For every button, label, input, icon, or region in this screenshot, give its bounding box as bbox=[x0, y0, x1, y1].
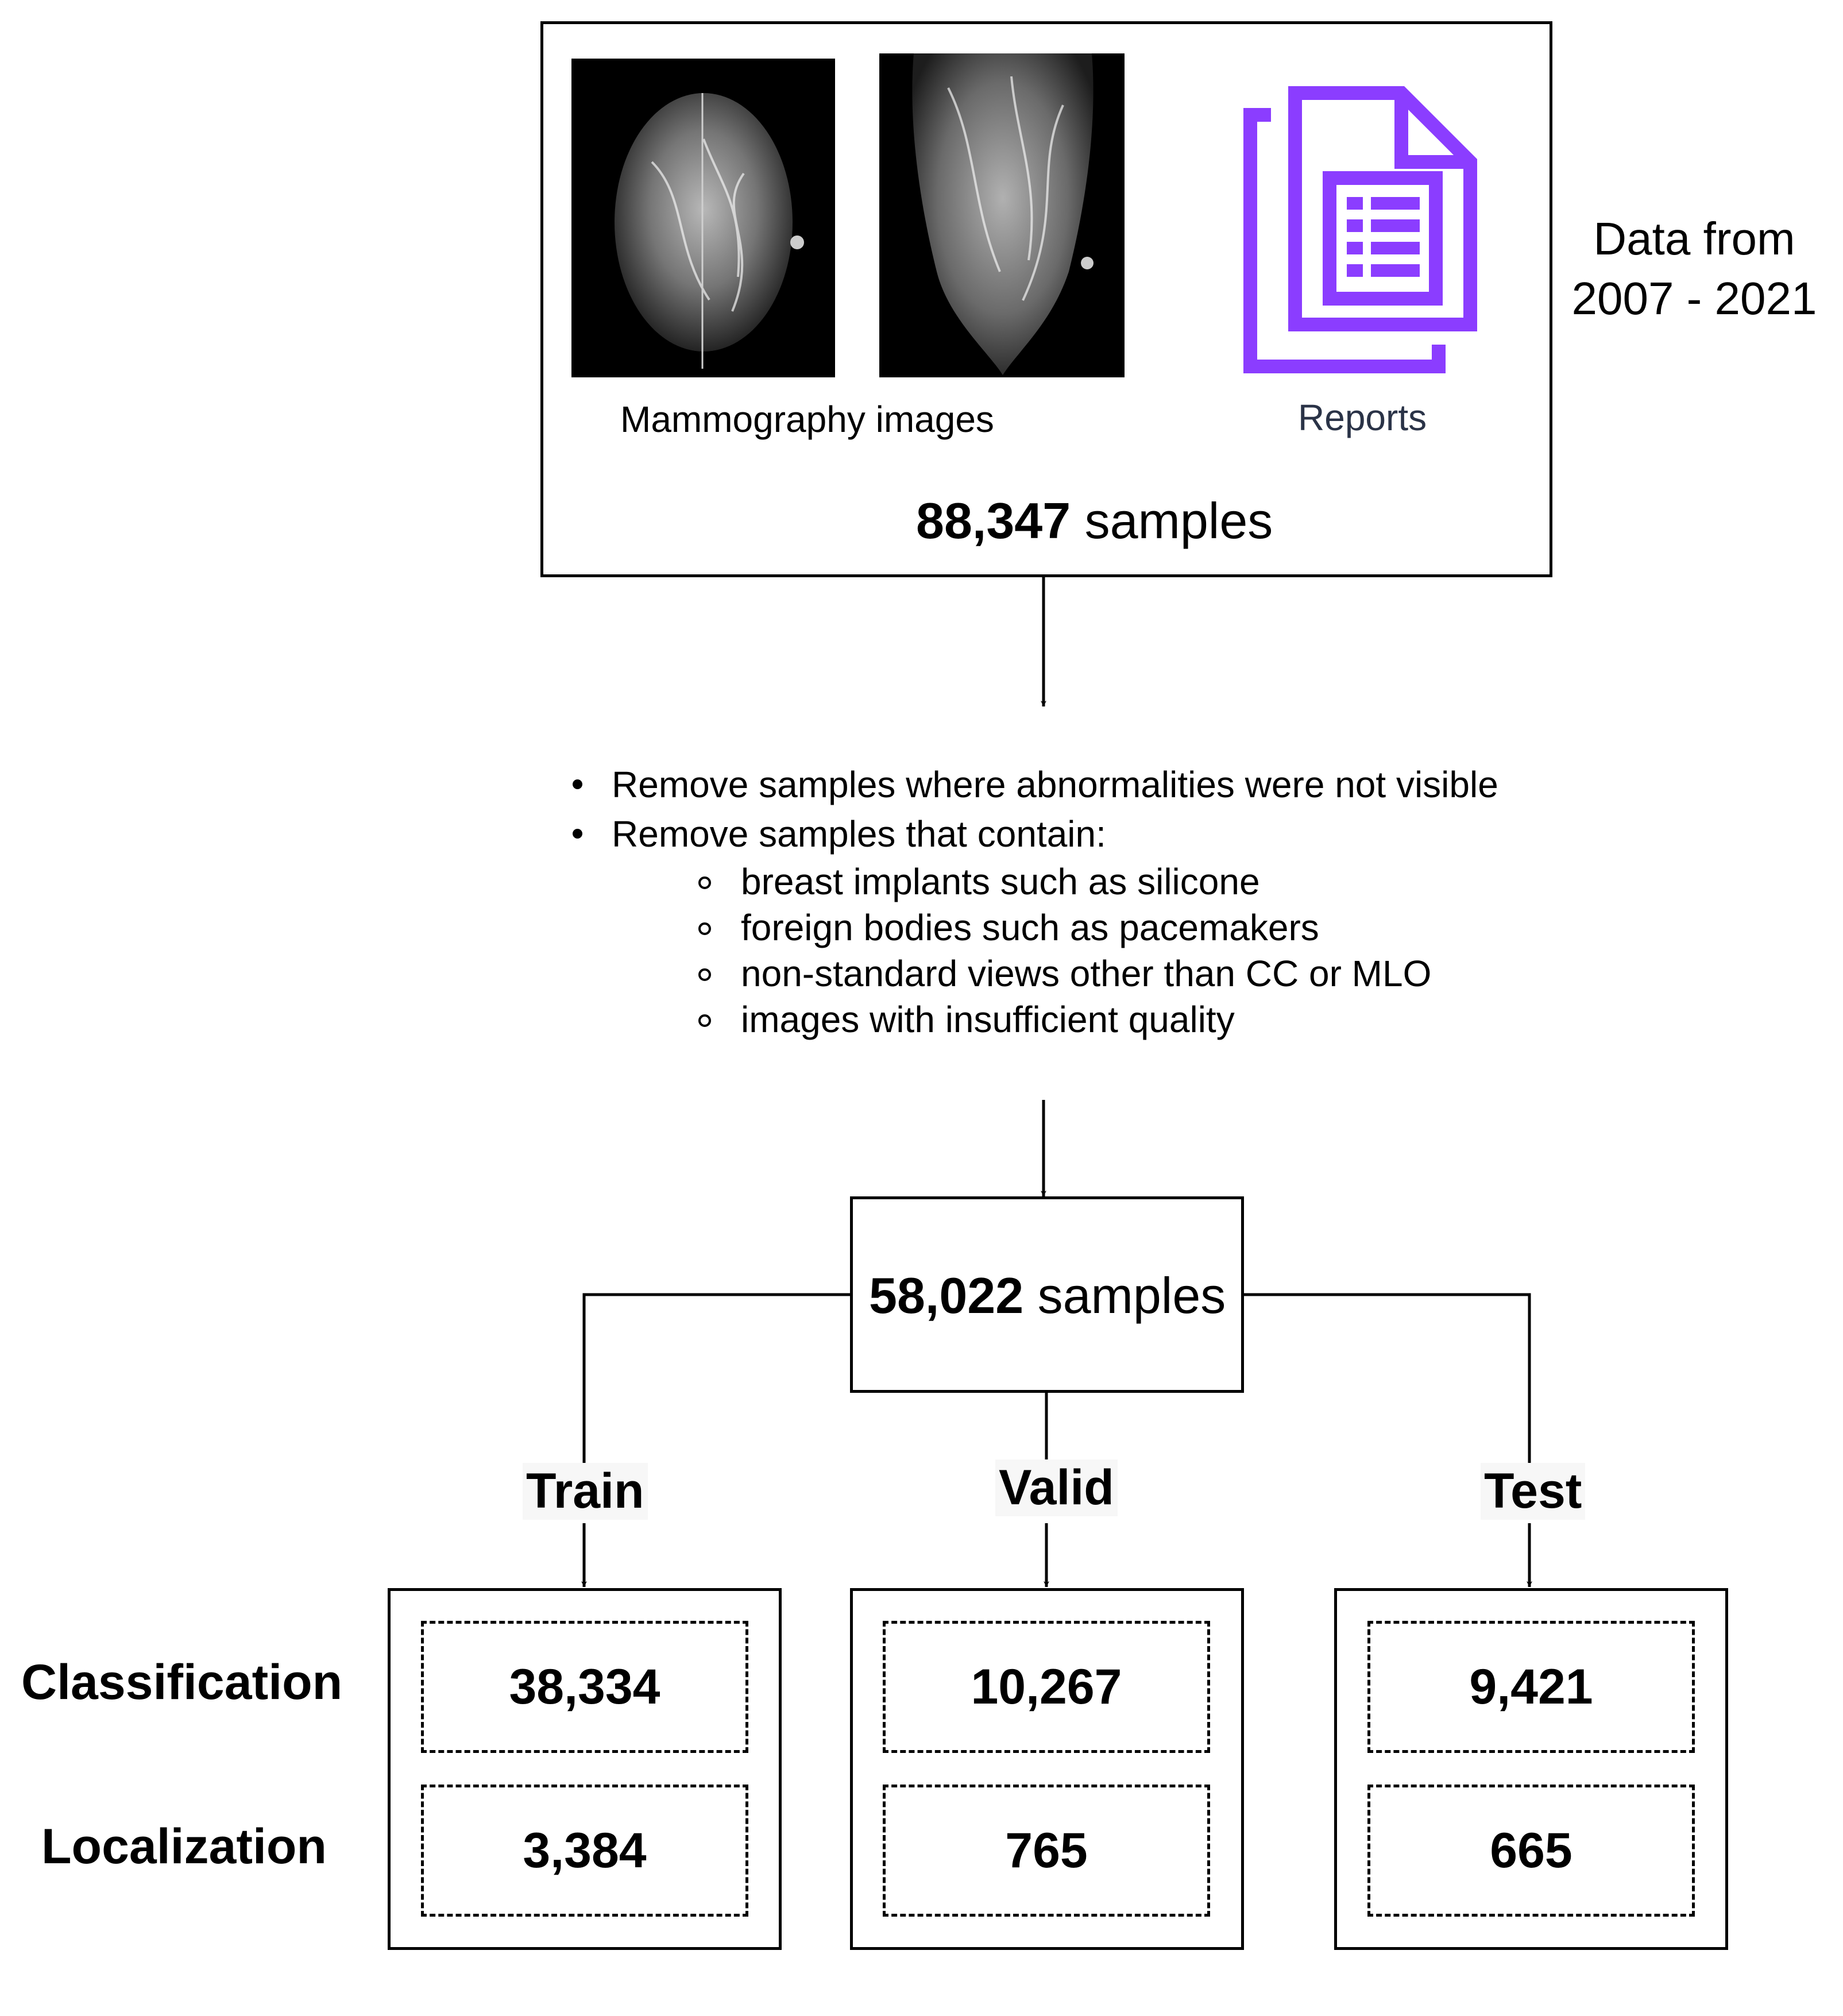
date-range-line1: Data from bbox=[1593, 213, 1795, 264]
valid-localization-count: 765 bbox=[883, 1785, 1210, 1917]
split-label-test: Test bbox=[1481, 1463, 1586, 1520]
criteria-sublist: breast implants such as silicone foreign… bbox=[612, 859, 1498, 1042]
filtered-samples-box bbox=[850, 1196, 1244, 1393]
connector-to-test bbox=[1243, 1293, 1531, 1466]
test-localization-count: 665 bbox=[1367, 1785, 1695, 1917]
criteria-item: Remove samples that contain: breast impl… bbox=[566, 809, 1498, 1042]
row-label-localization: Localization bbox=[41, 1819, 327, 1874]
train-localization-count: 3,384 bbox=[421, 1785, 748, 1917]
mammography-images-caption: Mammography images bbox=[620, 399, 994, 440]
filtered-count-suffix: samples bbox=[1023, 1267, 1226, 1324]
criteria-subitem: non-standard views other than CC or MLO bbox=[695, 951, 1498, 997]
source-count-suffix: samples bbox=[1071, 492, 1273, 549]
test-classification-count: 9,421 bbox=[1367, 1621, 1695, 1753]
date-range-line2: 2007 - 2021 bbox=[1571, 273, 1817, 324]
mammogram-cc-view-image bbox=[571, 59, 835, 377]
test-split-box bbox=[1334, 1588, 1728, 1950]
date-range-label: Data from 2007 - 2021 bbox=[1554, 209, 1835, 329]
criteria-subitem: breast implants such as silicone bbox=[695, 859, 1498, 905]
filtered-count-value: 58,022 bbox=[869, 1267, 1024, 1324]
train-classification-count: 38,334 bbox=[421, 1621, 748, 1753]
train-split-box bbox=[388, 1588, 782, 1950]
criteria-subitem: foreign bodies such as pacemakers bbox=[695, 905, 1498, 951]
valid-classification-count: 10,267 bbox=[883, 1621, 1210, 1753]
criteria-item-text: Remove samples where abnormalities were … bbox=[612, 764, 1498, 805]
split-label-valid: Valid bbox=[995, 1459, 1118, 1516]
filtered-sample-count: 58,022 samples bbox=[869, 1266, 1226, 1325]
criteria-item: Remove samples where abnormalities were … bbox=[566, 760, 1498, 809]
split-label-train: Train bbox=[523, 1463, 648, 1520]
connector-to-train bbox=[582, 1293, 851, 1466]
valid-split-box bbox=[850, 1588, 1244, 1950]
source-sample-count: 88,347 samples bbox=[916, 492, 1273, 550]
criteria-item-text: Remove samples that contain: bbox=[612, 813, 1106, 855]
row-label-classification: Classification bbox=[21, 1655, 343, 1710]
mammogram-mlo-view-image bbox=[879, 53, 1125, 377]
reports-caption: Reports bbox=[1298, 397, 1427, 438]
reports-document-icon bbox=[1243, 86, 1477, 373]
exclusion-criteria-list: Remove samples where abnormalities were … bbox=[566, 760, 1498, 1042]
source-count-value: 88,347 bbox=[916, 492, 1071, 549]
criteria-subitem: images with insufficient quality bbox=[695, 997, 1498, 1042]
